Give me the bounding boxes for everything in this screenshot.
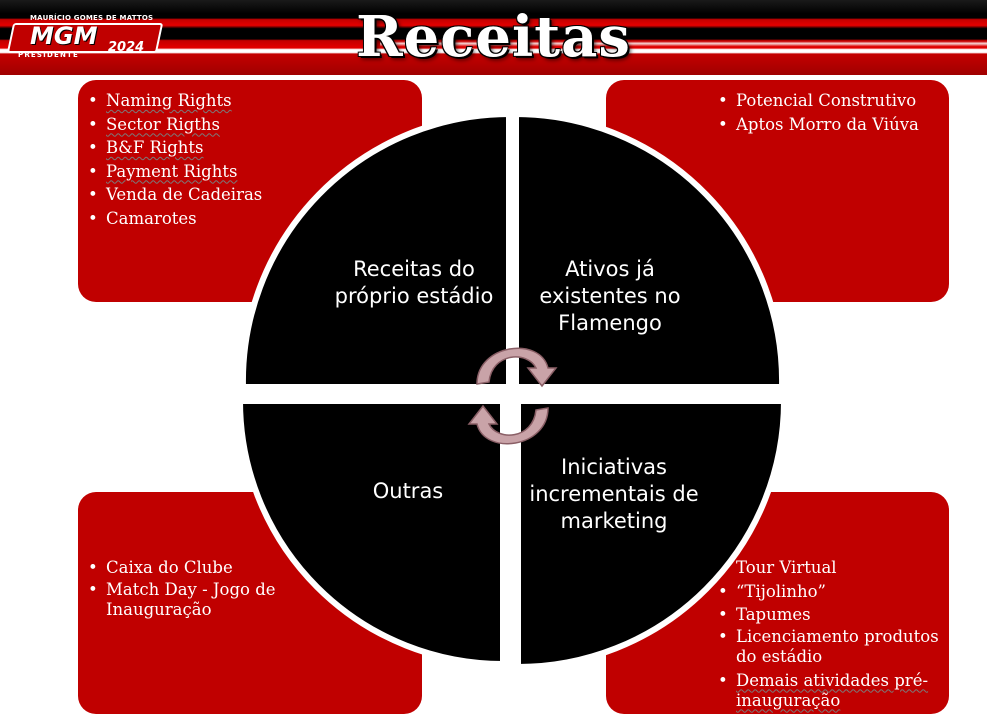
quadrant-label-top-left: Receitas do próprio estádio [334,257,494,308]
quadrant-top-right [513,110,786,390]
list-bottom-right: Tour Virtual “Tijolinho” Tapumes Licenci… [718,556,948,715]
quadrant-top-left [239,110,512,390]
quadrant-bottom-left [236,398,506,666]
quadrant-label-bottom-left: Outras [372,479,444,503]
header-banner: Receitas MAURÍCIO GOMES DE MATTOS MGM 20… [0,0,987,75]
list-top-left: Naming Rights Sector Rigths B&F Rights P… [88,89,262,230]
quadrant-label-top-right: Ativos já existentes no Flamengo [539,257,681,335]
list-bottom-left: Caixa do Clube Match Day - Jogo de Inaug… [88,556,328,624]
banner-swoosh [380,0,987,75]
list-item: Potencial Construtivo [718,89,919,113]
list-item: Aptos Morro da Viúva [718,113,919,137]
list-item: Naming Rights [88,89,262,113]
list-item: Tapumes [718,603,948,627]
list-item: Sector Rigths [88,113,262,137]
list-item: Camarotes [88,207,262,231]
list-item: Demais atividades pré-inauguração [718,671,948,711]
cycle-diagram [236,110,788,666]
list-top-right: Potencial Construtivo Aptos Morro da Viú… [718,89,919,136]
list-item: Payment Rights [88,160,262,184]
list-item: Venda de Cadeiras [88,183,262,207]
logo-mark: MGM [30,22,98,50]
list-item: B&F Rights [88,136,262,160]
mgm-logo: MAURÍCIO GOMES DE MATTOS MGM 2024 PRESID… [6,14,164,62]
cycle-arrows-icon [467,347,558,445]
list-item: “Tijolinho” [718,580,948,604]
quadrant-label-bottom-right: Iniciativas incrementais de marketing [529,455,699,533]
logo-year: 2024 [108,40,145,55]
page-title: Receitas [356,4,631,70]
list-item: Match Day - Jogo de Inauguração [88,580,328,620]
logo-tagline-top: MAURÍCIO GOMES DE MATTOS [30,14,154,22]
list-item: Caixa do Clube [88,556,328,580]
list-item: Licenciamento produtos do estádio [718,627,948,667]
logo-tagline-bottom: PRESIDENTE [18,51,79,59]
quadrant-bottom-right [515,398,788,666]
